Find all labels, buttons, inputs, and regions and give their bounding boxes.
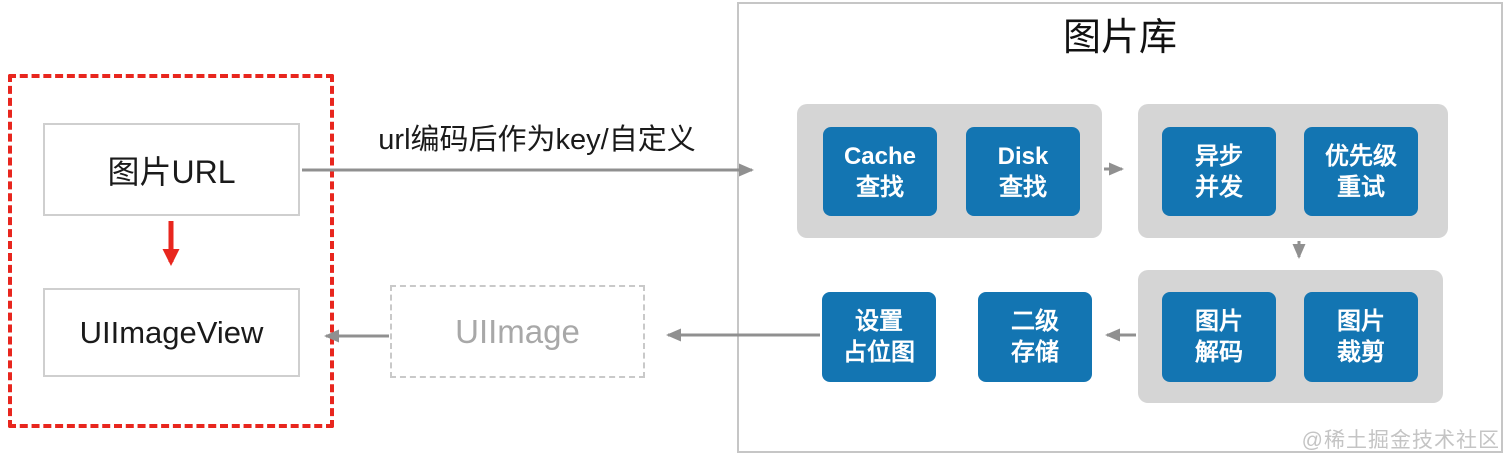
- secondary-storage-node: 二级 存储: [978, 292, 1092, 382]
- set-placeholder-line1: 设置: [855, 308, 903, 335]
- secondary-storage-line1: 二级: [1011, 308, 1059, 335]
- cache-lookup-line1: Cache: [843, 142, 917, 170]
- disk-lookup-line2: 查找: [999, 173, 1047, 201]
- uiimage-label: UIImage: [455, 312, 580, 350]
- secondary-storage-line2: 存储: [1011, 339, 1059, 366]
- set-placeholder-node: 设置 占位图: [822, 292, 936, 382]
- watermark: @稀土掘金技术社区: [1301, 429, 1500, 452]
- url-key-arrow-label: url编码后作为key/自定义: [378, 124, 696, 156]
- image-decode-line2: 解码: [1195, 339, 1243, 366]
- cache-lookup-node: Cache 查找: [823, 127, 937, 216]
- async-concurrent-line1: 异步: [1195, 142, 1243, 170]
- disk-lookup-node: Disk 查找: [966, 127, 1080, 216]
- priority-retry-node: 优先级 重试: [1304, 127, 1418, 216]
- image-decode-node: 图片 解码: [1162, 292, 1276, 382]
- image-crop-line1: 图片: [1337, 308, 1385, 335]
- cache-lookup-line2: 查找: [856, 173, 904, 201]
- priority-retry-line2: 重试: [1337, 173, 1385, 201]
- async-concurrent-line2: 并发: [1195, 173, 1243, 201]
- uiimage-node: UIImage: [390, 285, 645, 378]
- image-url-node: 图片URL: [43, 123, 300, 216]
- disk-lookup-line1: Disk: [997, 142, 1049, 170]
- image-crop-node: 图片 裁剪: [1304, 292, 1418, 382]
- image-crop-line2: 裁剪: [1337, 339, 1385, 366]
- async-concurrent-node: 异步 并发: [1162, 127, 1276, 216]
- client-group-box: [8, 74, 334, 428]
- library-title: 图片库: [1062, 17, 1177, 59]
- image-decode-line1: 图片: [1195, 308, 1243, 335]
- uiimageview-node: UIImageView: [43, 288, 300, 377]
- priority-retry-line1: 优先级: [1325, 142, 1397, 170]
- uiimageview-label: UIImageView: [79, 314, 264, 350]
- set-placeholder-line2: 占位图: [843, 339, 915, 366]
- image-url-label: 图片URL: [107, 153, 236, 190]
